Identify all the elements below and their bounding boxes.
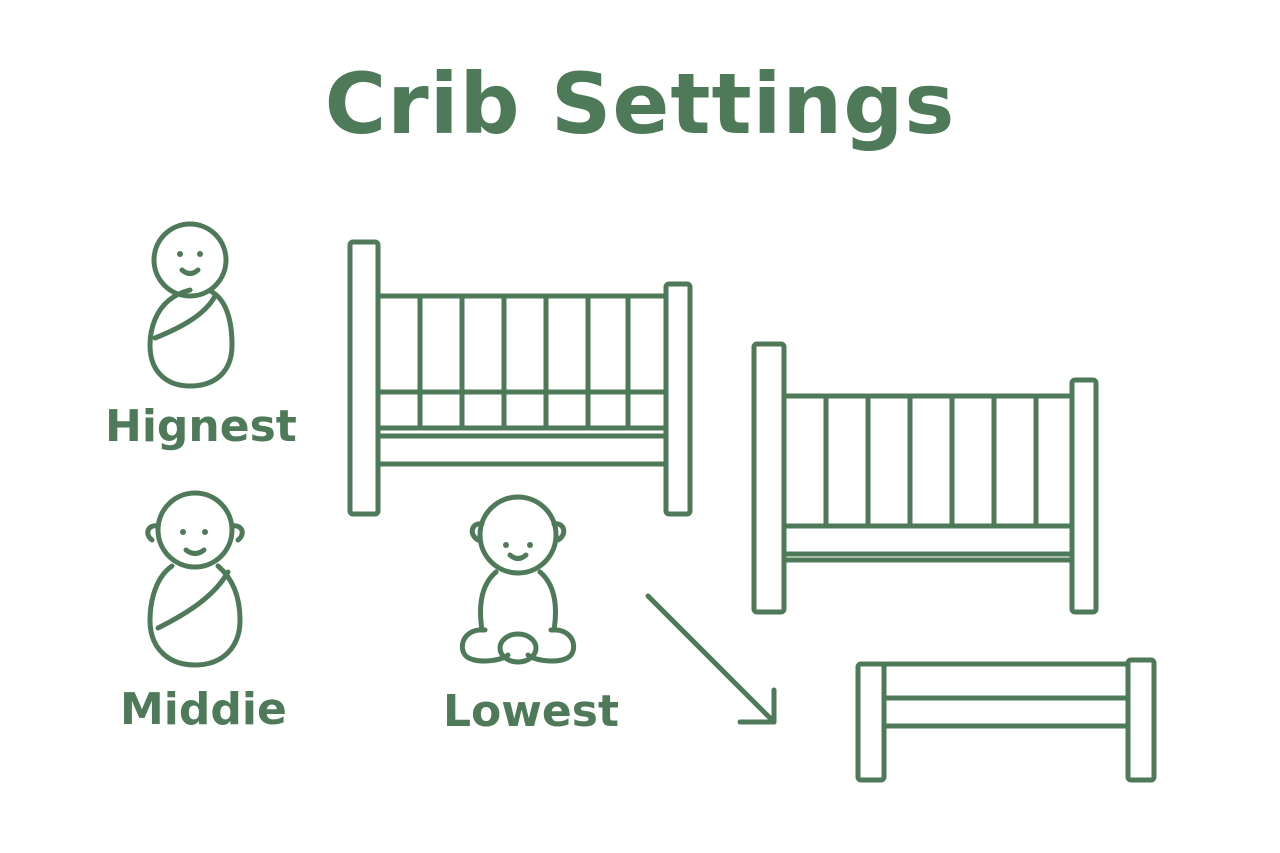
label-highest: Hignest	[105, 401, 297, 452]
crib-highest-icon	[347, 239, 693, 517]
sitting-baby-icon	[459, 494, 577, 665]
swaddled-baby-icon	[147, 221, 235, 389]
crib-lowest-icon	[855, 657, 1157, 783]
crib-middle-icon	[751, 341, 1099, 615]
label-middle: Middie	[120, 684, 287, 735]
label-lowest: Lowest	[443, 686, 619, 737]
arrow-down-right-icon	[645, 593, 777, 725]
page-title: Crib Settings	[324, 55, 956, 153]
rolling-baby-icon	[145, 490, 245, 668]
